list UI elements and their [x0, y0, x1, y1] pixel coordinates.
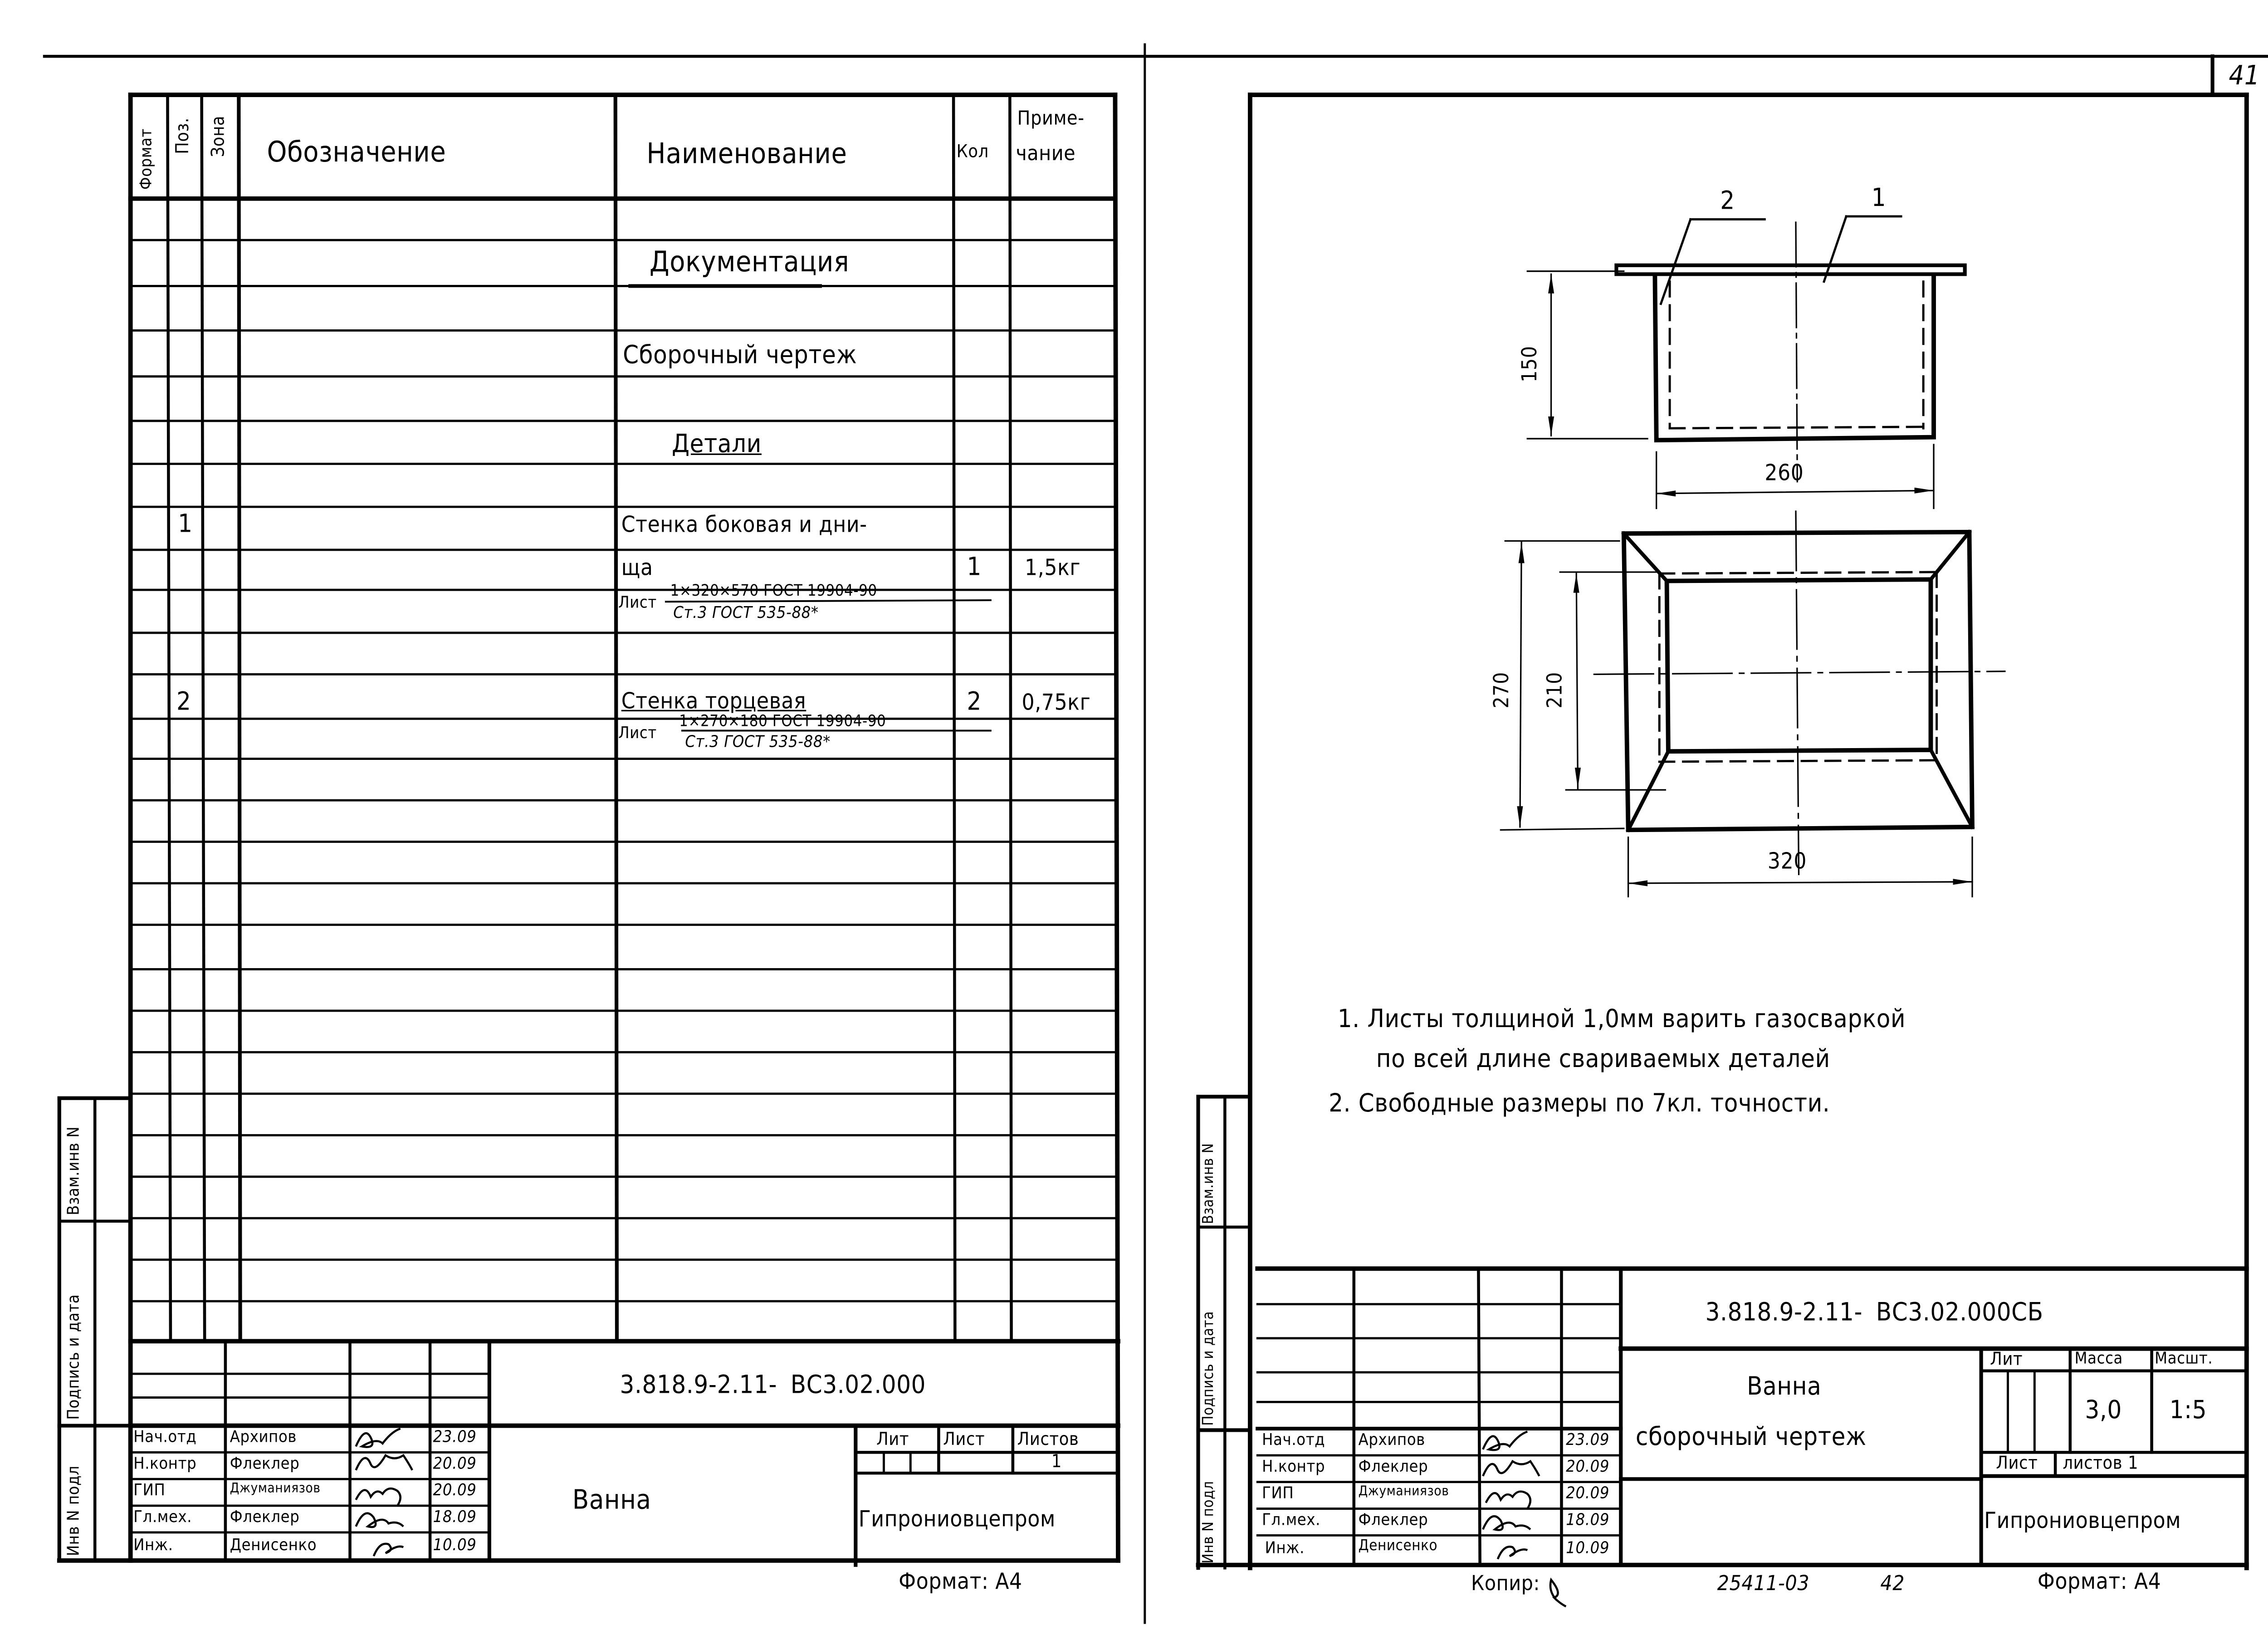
lit-label: Лит	[876, 1429, 909, 1449]
scale-label: Масшт.	[2155, 1348, 2213, 1368]
signer-role: ГИП	[1262, 1483, 1294, 1503]
signer-name: Денисенко	[1358, 1538, 1438, 1555]
item-pos: 2	[176, 687, 191, 718]
signer-date: 20.09	[1566, 1457, 1610, 1476]
signer-role: ГИП	[133, 1480, 166, 1500]
sheet-label: Лист	[943, 1429, 985, 1449]
page-number: 41	[2229, 60, 2260, 92]
signer-name: Джуманиязов	[1358, 1485, 1449, 1500]
document-code: 3.818.9-2.11- ВС3.02.000	[620, 1371, 926, 1401]
page-ref: 42	[1880, 1572, 1905, 1596]
dim-inner-height-210: 210	[1544, 671, 1568, 709]
stamp-sign-date: Подпись и дата	[64, 1294, 83, 1420]
stamp-inv-orig: Инв N подл	[64, 1465, 83, 1557]
signer-date: 23.09	[1566, 1430, 1610, 1449]
signer-date: 23.09	[433, 1427, 477, 1447]
copied-label: Копир:	[1471, 1572, 1540, 1596]
item-note: 0,75кг	[1022, 689, 1091, 716]
format-label: Формат: А4	[899, 1568, 1022, 1595]
section-assembly-drawing: Сборочный чертеж	[623, 341, 857, 371]
format-label: Формат: А4	[2037, 1568, 2161, 1595]
header-qty: Кол	[956, 141, 989, 162]
signer-date: 18.09	[1566, 1510, 1610, 1530]
lit-label: Лит	[1990, 1348, 2023, 1370]
dim-width-260: 260	[1765, 459, 1804, 486]
item-pos: 1	[178, 509, 193, 540]
item-material-top: 1×270×180 ГОСТ 19904-90	[679, 713, 886, 731]
document-title: Ванна	[572, 1485, 651, 1516]
item-name-line1: Стенка боковая и дни-	[621, 511, 867, 538]
document-code: 3.818.9-2.11- ВС3.02.000СБ	[1705, 1298, 2043, 1328]
leader-label-1: 1	[1871, 184, 1887, 214]
sheet-label: Лист	[1996, 1452, 2038, 1474]
signer-role: Н.контр	[1262, 1457, 1325, 1476]
signer-name: Флеклер	[1358, 1510, 1428, 1530]
stamp-inv-orig: Инв N подл	[1201, 1481, 1218, 1564]
leader-label-2: 2	[1720, 186, 1735, 216]
signer-date: 10.09	[433, 1535, 477, 1555]
dim-outer-height-270: 270	[1490, 671, 1514, 709]
header-note-line1: Приме-	[1017, 108, 1085, 131]
stamp-sign-date: Подпись и дата	[1201, 1311, 1218, 1426]
signer-date: 20.09	[1566, 1483, 1610, 1503]
signer-role: Нач.отд	[133, 1427, 197, 1447]
mass-value: 3,0	[2085, 1396, 2122, 1426]
item-qty: 2	[967, 687, 982, 718]
signer-role: Нач.отд	[1262, 1430, 1325, 1449]
signer-date: 18.09	[433, 1507, 477, 1527]
stamp-inv-subst: Взам.инв N	[1201, 1143, 1218, 1224]
section-documentation: Документация	[649, 246, 850, 279]
signatures	[355, 1427, 1567, 1608]
signer-role: Гл.мех.	[133, 1507, 192, 1527]
organization: Гипрониовцепром	[858, 1505, 1056, 1532]
item-note: 1,5кг	[1025, 554, 1081, 581]
signer-name: Флеклер	[230, 1454, 300, 1474]
note-line: 2. Свободные размеры по 7кл. точности.	[1329, 1089, 1830, 1119]
note-line: по всей длине свариваемых деталей	[1376, 1045, 1830, 1075]
section-details: Детали	[671, 430, 762, 460]
header-format: Формат	[136, 128, 156, 190]
organization: Гипрониовцепром	[1984, 1507, 2181, 1534]
signer-name: Флеклер	[230, 1507, 300, 1527]
item-qty: 1	[967, 553, 982, 583]
sheets-value: 1	[1051, 1451, 1062, 1472]
item-name-line2: ща	[621, 554, 653, 581]
dim-width-320: 320	[1767, 847, 1807, 875]
mass-label: Масса	[2074, 1348, 2123, 1368]
item-name-line1: Стенка торцевая	[621, 687, 807, 715]
item-material-top: 1×320×570 ГОСТ 19904-90	[670, 582, 877, 601]
sheets-label: Листов	[1017, 1429, 1079, 1449]
signer-date: 20.09	[433, 1454, 477, 1474]
stamp-inv-subst: Взам.инв N	[64, 1126, 83, 1215]
signer-role: Инж.	[133, 1535, 173, 1555]
note-line: 1. Листы толщиной 1,0мм варить газосварк…	[1337, 1004, 1906, 1035]
signer-date: 10.09	[1566, 1538, 1610, 1558]
signer-name: Флеклер	[1358, 1457, 1428, 1476]
scale-value: 1:5	[2169, 1396, 2207, 1426]
signer-name: Архипов	[230, 1427, 297, 1447]
signer-date: 20.09	[433, 1480, 477, 1500]
signer-role: Гл.мех.	[1262, 1510, 1321, 1530]
header-zone: Зона	[207, 115, 229, 157]
header-designation: Обозначение	[267, 136, 446, 169]
item-material-prefix: Лист	[618, 723, 657, 743]
signer-role: Н.контр	[133, 1454, 197, 1474]
signer-name: Джуманиязов	[230, 1482, 321, 1497]
item-material-bottom: Ст.3 ГОСТ 535-88*	[685, 732, 831, 752]
order-number: 25411-03	[1717, 1572, 1810, 1596]
item-material-prefix: Лист	[618, 592, 657, 612]
dim-height-150: 150	[1518, 346, 1542, 382]
header-pos: Поз.	[172, 118, 193, 154]
item-material-bottom: Ст.3 ГОСТ 535-88*	[673, 603, 819, 623]
document-title-line2: сборочный чертеж	[1635, 1423, 1867, 1453]
header-name: Наименование	[646, 137, 847, 171]
header-note-line2: чание	[1016, 142, 1076, 166]
sheets-label: листов 1	[2063, 1452, 2139, 1474]
signer-name: Архипов	[1358, 1430, 1426, 1449]
document-title-line1: Ванна	[1747, 1372, 1822, 1402]
signer-name: Денисенко	[230, 1535, 317, 1555]
signer-role: Инж.	[1265, 1538, 1305, 1558]
